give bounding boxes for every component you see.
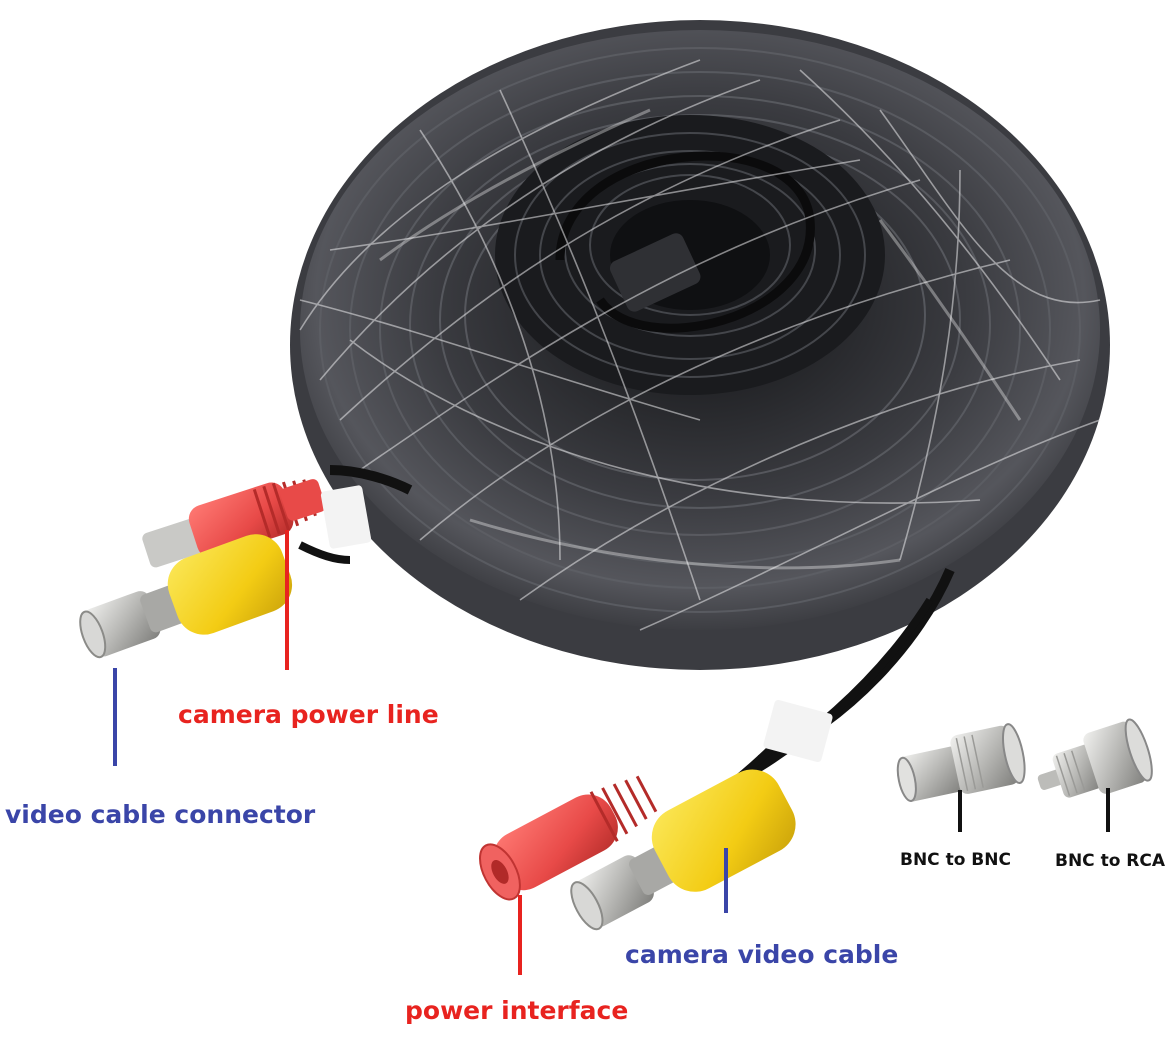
bnc-to-bnc-pointer (958, 790, 962, 832)
bottom-connector-assembly (479, 568, 955, 931)
left-connector-assembly (79, 465, 413, 659)
video-cable-connector-label: video cable connector (5, 800, 316, 829)
power-interface-pointer (518, 895, 522, 975)
bnc-to-rca-label: BNC to RCA (1055, 851, 1166, 871)
camera-video-cable-pointer (724, 848, 728, 913)
bnc-to-bnc-adapter (896, 723, 1026, 802)
cable-coil (290, 20, 1110, 670)
bnc-to-rca-adapter (1037, 718, 1153, 798)
bnc-to-bnc-label: BNC to BNC (900, 850, 1011, 870)
camera-video-cable-label: camera video cable (625, 940, 899, 969)
power-interface-label: power interface (405, 996, 629, 1025)
camera-power-line-label: camera power line (178, 700, 439, 729)
video-cable-connector-pointer (113, 668, 117, 766)
bnc-to-rca-pointer (1106, 788, 1110, 832)
camera-power-line-pointer (285, 530, 289, 670)
